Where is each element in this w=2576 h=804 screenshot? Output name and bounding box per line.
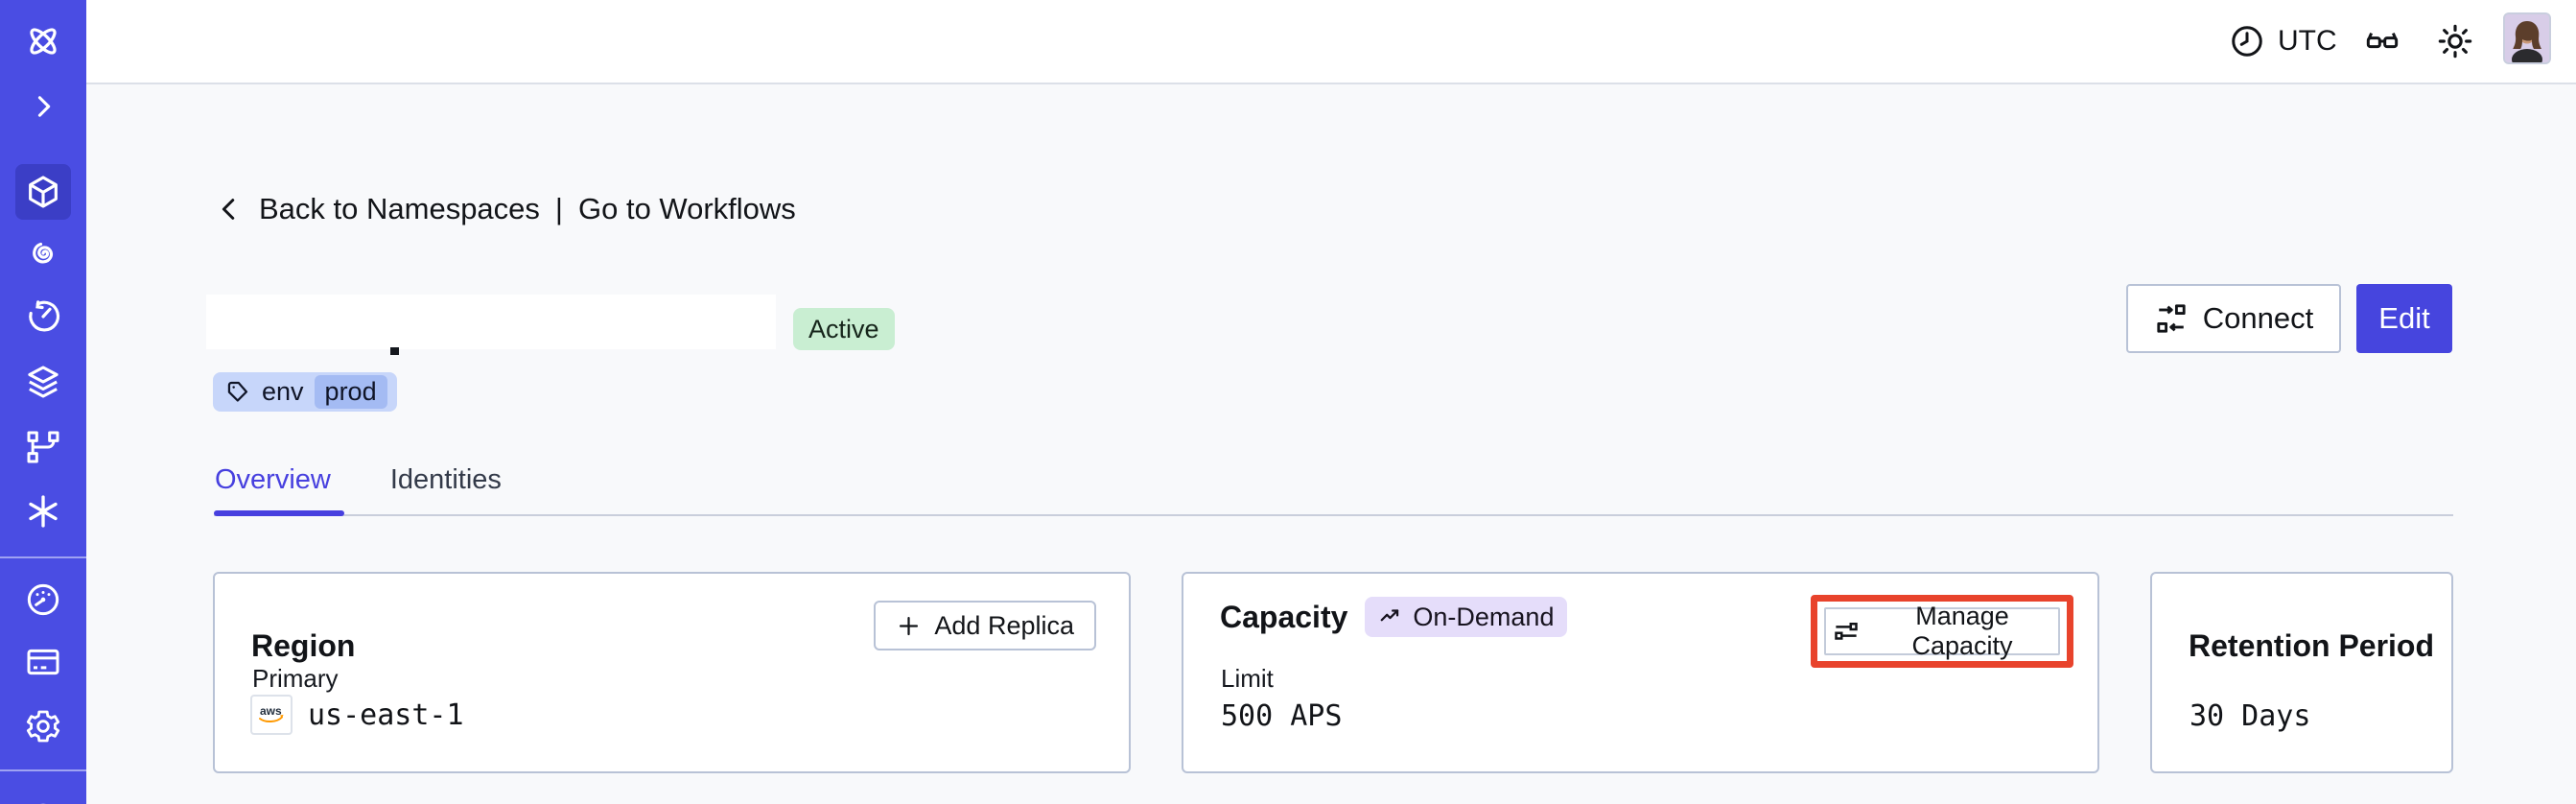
tab-bar: Overview Identities	[215, 464, 502, 496]
sidebar-item-versioning[interactable]	[15, 419, 71, 475]
spiral-icon	[24, 233, 62, 272]
capacity-value: 500 APS	[1221, 699, 1343, 733]
tab-overview[interactable]: Overview	[215, 464, 331, 495]
on-demand-badge: On-Demand	[1365, 597, 1568, 637]
sidebar-expand-button[interactable]	[15, 79, 71, 134]
back-to-namespaces-link[interactable]: Back to Namespaces	[259, 192, 540, 225]
top-bar: UTC	[0, 0, 2576, 84]
region-card-title: Region	[251, 627, 356, 663]
branch-icon	[24, 428, 62, 466]
go-to-workflows-link[interactable]: Go to Workflows	[577, 192, 796, 225]
connect-button-label: Connect	[2202, 301, 2314, 335]
sidebar-item-nexus[interactable]	[15, 484, 71, 539]
chevron-right-icon	[27, 90, 59, 123]
add-replica-label: Add Replica	[934, 610, 1074, 640]
asterisk-icon	[24, 492, 62, 531]
capacity-card-title: Capacity	[1220, 599, 1348, 634]
retention-value: 30 Days	[2190, 699, 2311, 733]
sidebar-divider	[0, 556, 86, 558]
svg-text:aws: aws	[260, 704, 282, 718]
sidebar-item-workflows[interactable]	[15, 225, 71, 280]
sidebar-divider	[0, 769, 86, 771]
billing-card-icon	[24, 643, 62, 681]
theme-toggle[interactable]	[2436, 22, 2474, 60]
clock-icon	[2229, 23, 2265, 59]
tag-key-label: env	[262, 377, 304, 406]
temporal-logo[interactable]	[15, 13, 71, 69]
user-avatar-photo	[2505, 14, 2549, 62]
connect-button[interactable]: Connect	[2126, 284, 2341, 353]
plus-icon	[896, 613, 922, 639]
status-badge-label: Active	[808, 314, 879, 343]
sliders-icon	[1832, 617, 1861, 646]
sidebar-item-schedules[interactable]	[15, 289, 71, 344]
connect-icon	[2154, 301, 2189, 336]
add-replica-button[interactable]: Add Replica	[874, 601, 1096, 650]
edit-button[interactable]: Edit	[2356, 284, 2452, 353]
gear-icon	[24, 707, 62, 745]
labs-mode-toggle[interactable]	[2361, 21, 2403, 59]
namespace-tag[interactable]: env prod	[213, 372, 397, 412]
region-primary-label: Primary	[252, 664, 339, 693]
tab-identities[interactable]: Identities	[389, 464, 502, 495]
circle-icon	[24, 797, 62, 804]
sun-icon	[2436, 22, 2474, 60]
region-value-row: aws us-east-1	[250, 695, 464, 735]
namespace-name-text-remnant	[390, 347, 399, 355]
sidebar	[0, 0, 86, 804]
trending-up-icon	[1378, 604, 1403, 629]
sidebar-item-help[interactable]	[15, 789, 71, 804]
gauge-icon	[24, 580, 62, 619]
breadcrumb: Back to Namespaces | Go to Workflows	[215, 192, 796, 226]
edit-button-label: Edit	[2378, 301, 2430, 335]
timezone-control[interactable]: UTC	[2223, 0, 2343, 83]
region-card: Region Add Replica Primary aws us-east-1	[213, 572, 1131, 773]
glasses-icon	[2361, 21, 2403, 59]
sidebar-item-namespaces[interactable]	[15, 164, 71, 220]
tag-icon	[225, 379, 251, 405]
annotation-highlight-box	[1811, 595, 2073, 668]
layers-icon	[24, 363, 62, 401]
manage-capacity-label: Manage Capacity	[1911, 602, 2013, 660]
sidebar-item-usage[interactable]	[15, 572, 71, 627]
capacity-limit-label: Limit	[1221, 664, 1274, 693]
user-avatar[interactable]	[2503, 12, 2551, 64]
cube-icon	[24, 173, 62, 211]
namespace-name-redacted	[206, 295, 776, 349]
active-tab-underline	[214, 510, 344, 516]
back-chevron-icon[interactable]	[215, 193, 244, 225]
sidebar-item-settings[interactable]	[15, 698, 71, 754]
sidebar-item-deployments[interactable]	[15, 354, 71, 410]
aws-logo: aws	[250, 695, 293, 735]
retention-card: Retention Period 30 Days	[2150, 572, 2453, 773]
tab-bar-rule	[214, 514, 2453, 516]
region-value: us-east-1	[308, 698, 464, 732]
timer-clock-icon	[24, 297, 62, 336]
tag-value-chip: prod	[314, 375, 387, 409]
timezone-label: UTC	[2278, 25, 2337, 57]
manage-capacity-button[interactable]: Manage Capacity	[1824, 602, 2060, 660]
on-demand-badge-label: On-Demand	[1413, 602, 1555, 631]
breadcrumb-separator: |	[554, 192, 563, 225]
retention-card-title: Retention Period	[2189, 627, 2435, 663]
capacity-title-row: Capacity On-Demand	[1220, 597, 1568, 637]
sidebar-item-billing[interactable]	[15, 634, 71, 690]
status-badge: Active	[793, 308, 895, 350]
capacity-card: Capacity On-Demand Manage Capacity Limit	[1182, 572, 2099, 773]
